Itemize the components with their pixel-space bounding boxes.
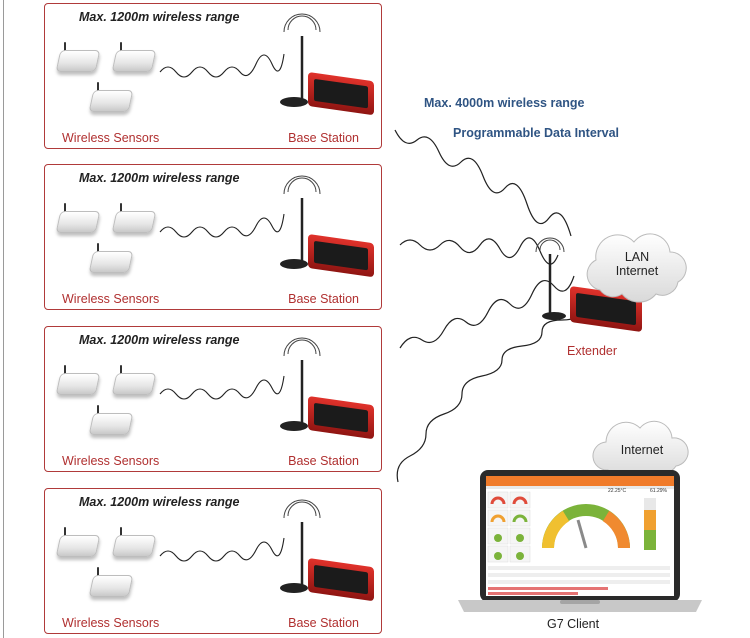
range-label: Max. 1200m wireless range	[79, 10, 240, 24]
wireless-sensor-icon	[111, 42, 157, 74]
long-range-wave	[394, 129, 581, 483]
screen-temp-readout: 22.25°C	[608, 488, 627, 494]
wireless-sensor-icon	[55, 527, 101, 559]
base-station-devices	[280, 13, 374, 601]
g7-client-label: G7 Client	[547, 617, 600, 631]
internet-text: Internet	[615, 264, 659, 278]
wireless-sensor-icon	[88, 405, 134, 437]
extender-device	[535, 237, 642, 332]
lan-cloud-label: LAN Internet	[606, 250, 668, 278]
data-interval-label: Programmable Data Interval	[453, 126, 620, 140]
laptop-icon	[458, 470, 702, 612]
left-border-line	[3, 0, 4, 638]
wireless-sensor-icon	[55, 203, 101, 235]
wireless-sensor-icon	[88, 82, 134, 114]
wireless-sensor-icon	[88, 567, 134, 599]
lan-text: LAN	[624, 250, 650, 264]
base-station-label: Base Station	[288, 131, 359, 145]
wireless-sensor-icon	[55, 42, 101, 74]
wireless-sensor-icon	[111, 527, 157, 559]
wireless-sensor-icon	[111, 203, 157, 235]
internet-cloud-label: Internet	[620, 443, 664, 457]
range-label: Max. 1200m wireless range	[79, 333, 240, 347]
wireless-sensor-icon	[88, 243, 134, 275]
base-station-label: Base Station	[288, 454, 359, 468]
extender-label: Extender	[567, 344, 618, 358]
wireless-sensors-label: Wireless Sensors	[62, 454, 160, 468]
base-station-label: Base Station	[288, 616, 359, 630]
range-label: Max. 1200m wireless range	[79, 171, 240, 185]
range-label: Max. 1200m wireless range	[79, 495, 240, 509]
wireless-sensors-label: Wireless Sensors	[62, 131, 160, 145]
wireless-sensors-label: Wireless Sensors	[62, 292, 160, 306]
wireless-sensor-icon	[111, 365, 157, 397]
lan-cloud-icon	[586, 233, 687, 303]
screen-humidity-readout: 61.29%	[650, 488, 668, 494]
short-range-wave	[159, 53, 285, 562]
wireless-sensor-icon	[55, 365, 101, 397]
base-station-label: Base Station	[288, 292, 359, 306]
wireless-sensors-label: Wireless Sensors	[62, 616, 160, 630]
long-range-label: Max. 4000m wireless range	[424, 96, 585, 110]
